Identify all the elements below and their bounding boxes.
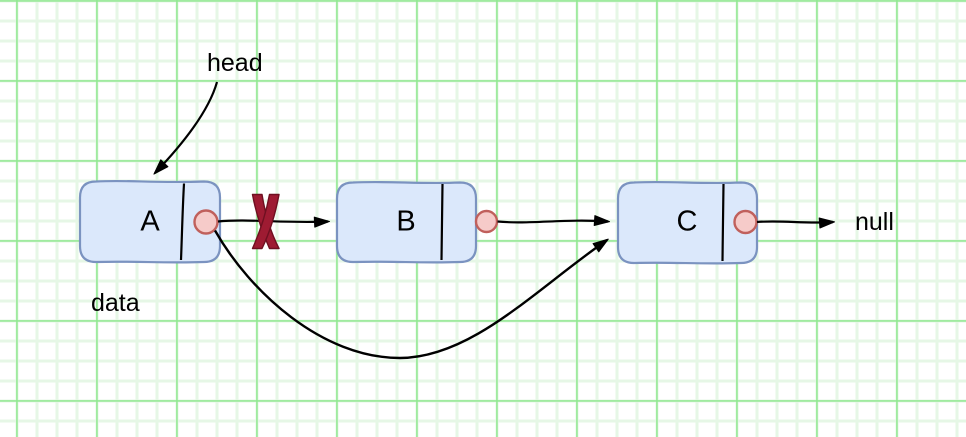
node-b-label: B — [396, 205, 416, 238]
node-c[interactable] — [616, 180, 759, 265]
node-b-pointer-dot[interactable] — [474, 209, 499, 234]
edge-c-to-null[interactable] — [756, 217, 835, 229]
node-b[interactable] — [335, 180, 499, 264]
node-c-divider — [721, 183, 725, 262]
delete-x-icon[interactable] — [251, 193, 280, 250]
node-a-pointer-dot[interactable] — [193, 209, 219, 235]
node-b-divider — [440, 183, 444, 261]
node-c-pointer-dot[interactable] — [733, 209, 758, 235]
head-label[interactable]: head — [207, 49, 263, 77]
head-arrow[interactable] — [153, 81, 219, 175]
edge-b-to-c[interactable] — [497, 215, 610, 227]
edge-a-to-c-bypass[interactable] — [213, 229, 609, 360]
null-label[interactable]: null — [855, 208, 894, 236]
data-label[interactable]: data — [91, 289, 140, 317]
node-a[interactable] — [78, 179, 222, 264]
node-a-box[interactable] — [78, 179, 222, 264]
node-a-label: A — [140, 205, 160, 238]
node-c-label: C — [676, 205, 698, 238]
node-a-divider — [179, 183, 186, 261]
